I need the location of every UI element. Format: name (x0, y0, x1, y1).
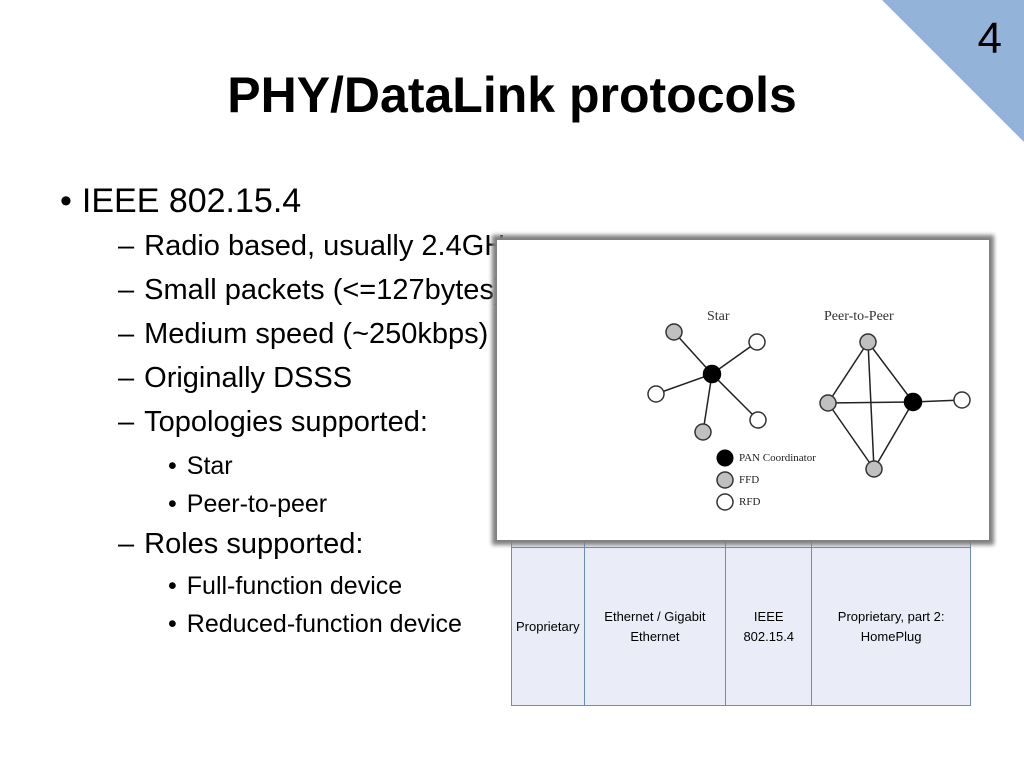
p2p-links (827, 341, 963, 470)
node-rfd (748, 333, 766, 351)
slide-number: 4 (977, 14, 1002, 63)
bullet-topologies: –Topologies supported: (118, 406, 428, 438)
node-ffd (665, 323, 683, 341)
bullet-speed: –Medium speed (~250kbps) (118, 318, 489, 350)
node-rfd (647, 385, 665, 403)
table-cell-ieee: IEEE 802.15.4 (725, 547, 813, 706)
node-pan-coordinator (903, 392, 923, 412)
bullet-radio: –Radio based, usually 2.4GHz (118, 230, 520, 262)
bullet-ffd: •Full-function device (168, 572, 403, 600)
star-nodes (647, 323, 767, 441)
star-label: Star (707, 309, 730, 324)
p2p-nodes (819, 333, 971, 478)
bullet-star: •Star (168, 452, 233, 480)
star-links (655, 331, 759, 433)
legend-ffd-marker (716, 471, 734, 489)
bullet-ieee: •IEEE 802.15.4 (60, 182, 302, 220)
node-ffd (694, 423, 712, 441)
legend-pan-marker (716, 449, 734, 467)
table-cell-ethernet: Ethernet / Gigabit Ethernet (583, 547, 727, 706)
table-cell-homeplug: Proprietary, part 2: HomePlug (811, 547, 971, 706)
bullet-p2p: •Peer-to-peer (168, 490, 328, 518)
legend-ffd-label: FFD (739, 474, 759, 486)
topology-diagram: Star Peer-to-Peer (497, 240, 989, 540)
slide-title: PHY/DataLink protocols (227, 67, 797, 123)
bullet-packets: –Small packets (<=127bytes) (118, 274, 504, 306)
node-pan-coordinator (702, 364, 722, 384)
p2p-label: Peer-to-Peer (824, 309, 894, 324)
bullet-rfd: •Reduced-function device (168, 610, 462, 638)
legend-rfd-label: RFD (739, 496, 760, 508)
bullet-dsss: –Originally DSSS (118, 362, 353, 394)
diagram-legend: PAN Coordinator FFD RFD (716, 449, 816, 511)
node-rfd (749, 411, 767, 429)
node-ffd (859, 333, 877, 351)
legend-rfd-marker (716, 493, 734, 511)
table-cell-proprietary: Proprietary (511, 547, 585, 706)
legend-pan-label: PAN Coordinator (739, 452, 816, 464)
node-ffd (865, 460, 883, 478)
node-ffd (819, 394, 837, 412)
bullet-roles: –Roles supported: (118, 528, 364, 560)
node-rfd (953, 391, 971, 409)
corner-triangle (882, 0, 1024, 142)
protocol-table: Proprietary Ethernet / Gigabit Ethernet … (511, 520, 971, 706)
